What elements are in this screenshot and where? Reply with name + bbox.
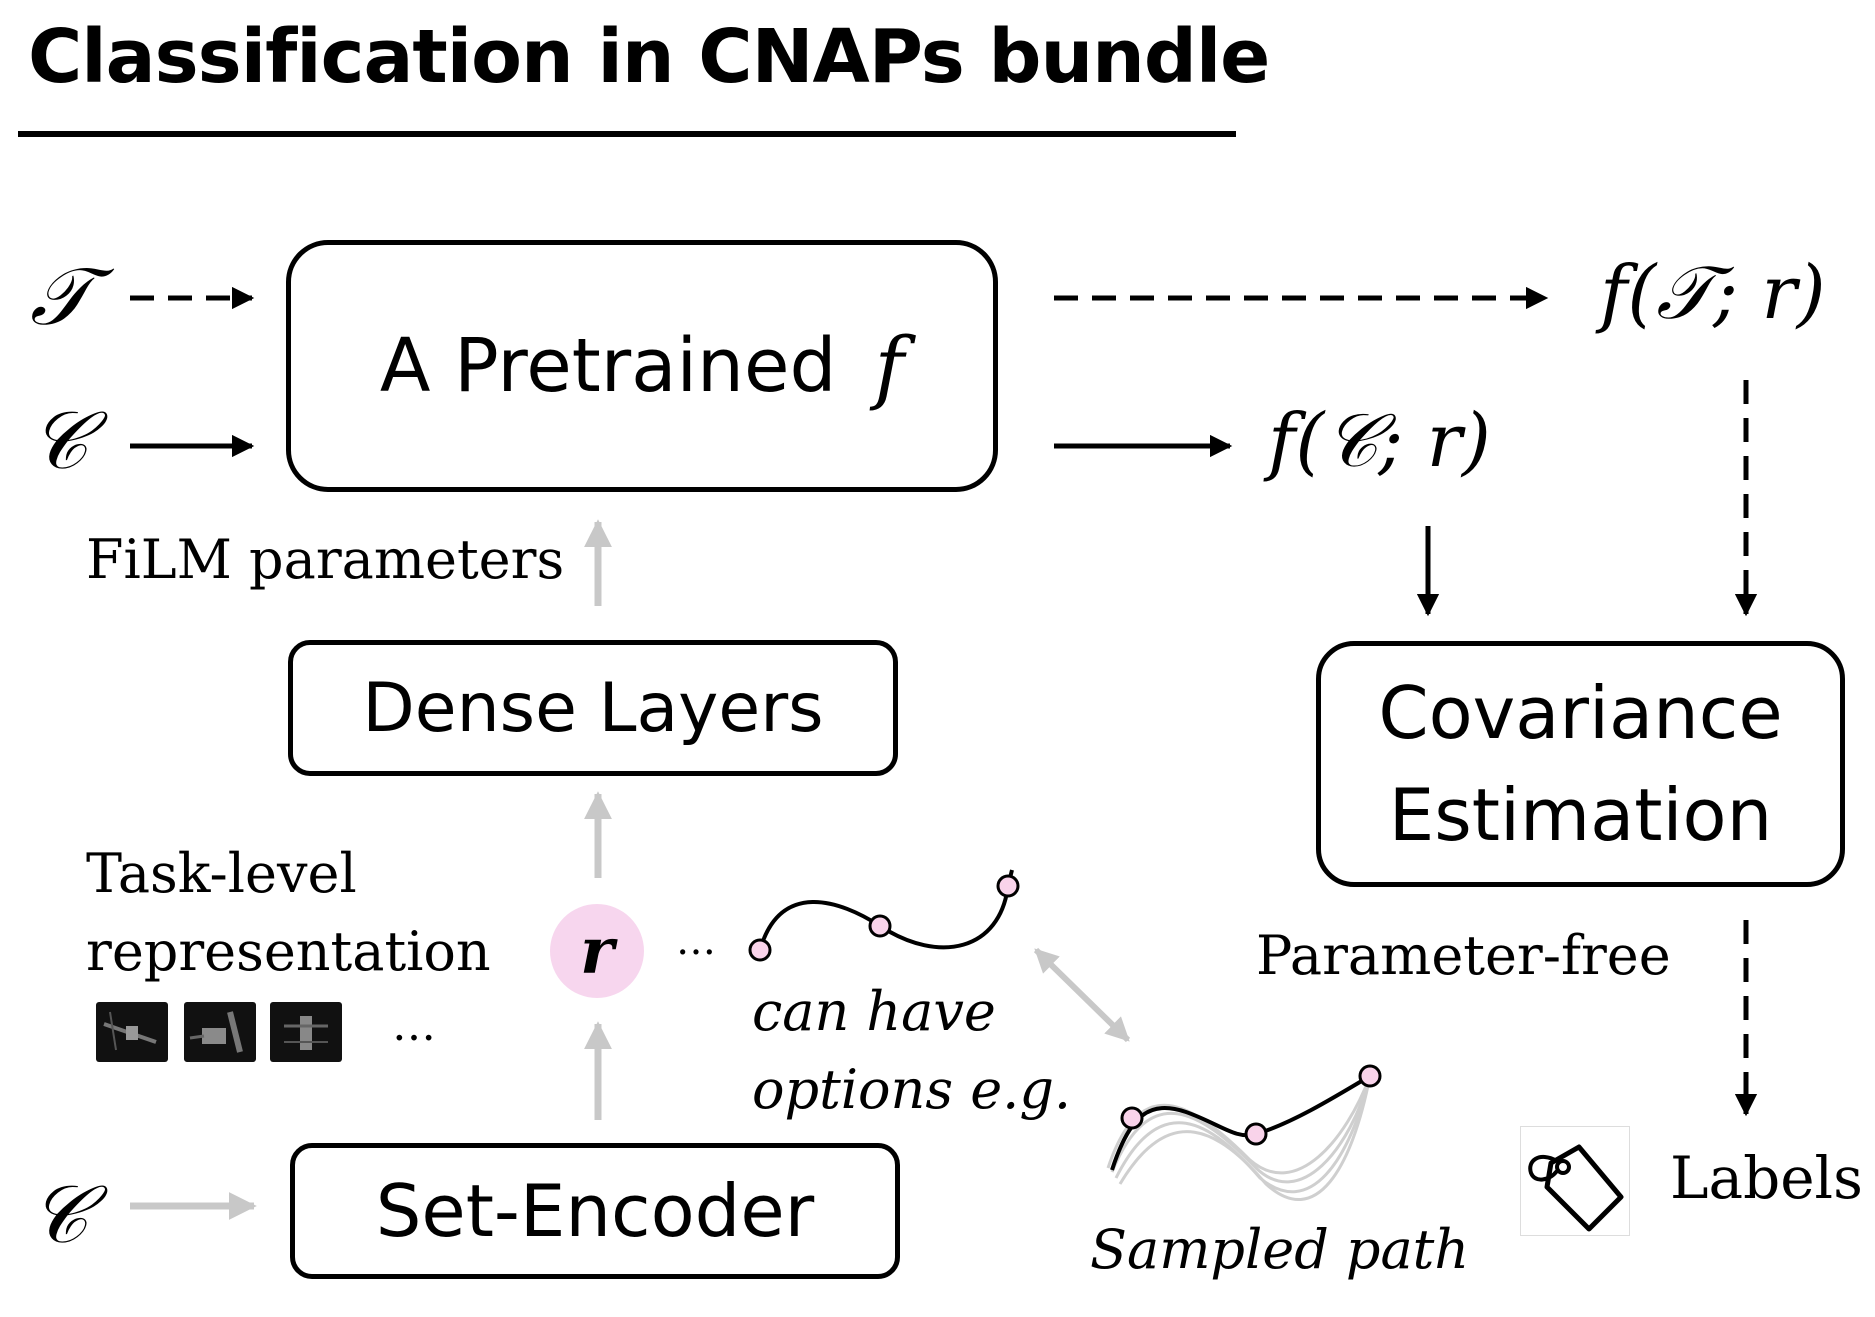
parameter-free-label: Parameter-free	[1256, 924, 1671, 987]
input-C: 𝒞	[30, 394, 89, 487]
arrow-curve-to-sampled-path	[1033, 947, 1131, 1043]
thumbnail-ellipsis: …	[392, 1000, 436, 1051]
sampled-node	[1120, 1106, 1144, 1130]
satellite-thumbnail	[270, 1002, 342, 1062]
satellite-thumbnail	[184, 1002, 256, 1062]
can-have-label: can have	[752, 980, 996, 1043]
options-eg-label: options e.g.	[752, 1058, 1072, 1121]
r-symbol: r	[580, 913, 614, 989]
labels-label: Labels	[1670, 1144, 1863, 1212]
sampled-node	[1244, 1122, 1268, 1146]
task-representation-r: r	[550, 904, 644, 998]
curve-node	[996, 874, 1020, 898]
covariance-label-line1: Covariance	[1378, 671, 1783, 755]
film-parameters-label: FiLM parameters	[86, 528, 565, 591]
r-ellipsis: …	[676, 918, 716, 964]
pretrained-f-box: A Pretrained f	[286, 240, 998, 492]
input-C-bottom: 𝒞	[30, 1168, 89, 1261]
page-title: Classification in CNAPs bundle	[28, 14, 1270, 100]
dense-layers-label: Dense Layers	[362, 668, 824, 748]
sampled-path-label: Sampled path	[1090, 1218, 1470, 1281]
pretrained-label: A Pretrained	[379, 323, 837, 409]
output-f-C: f(𝒞; r)	[1268, 398, 1491, 484]
curve-node	[868, 914, 892, 938]
sampled-path-variants	[1106, 1075, 1372, 1201]
title-underline	[18, 131, 1236, 137]
pretrained-f-symbol: f	[874, 319, 905, 413]
set-encoder-label: Set-Encoder	[375, 1169, 815, 1253]
sampled-node	[1358, 1064, 1382, 1088]
task-level-label: Task-level	[86, 842, 357, 905]
curve-node	[748, 938, 772, 962]
dense-layers-box: Dense Layers	[288, 640, 898, 776]
representation-label: representation	[86, 920, 491, 983]
set-encoder-box: Set-Encoder	[290, 1143, 900, 1279]
covariance-estimation-box: Covariance Estimation	[1316, 641, 1845, 887]
output-f-T: f(𝒯; r)	[1600, 250, 1826, 336]
tag-icon	[1520, 1126, 1630, 1236]
covariance-label-line2: Estimation	[1388, 773, 1773, 857]
input-T: 𝒯	[30, 250, 92, 343]
satellite-thumbnail	[96, 1002, 168, 1062]
